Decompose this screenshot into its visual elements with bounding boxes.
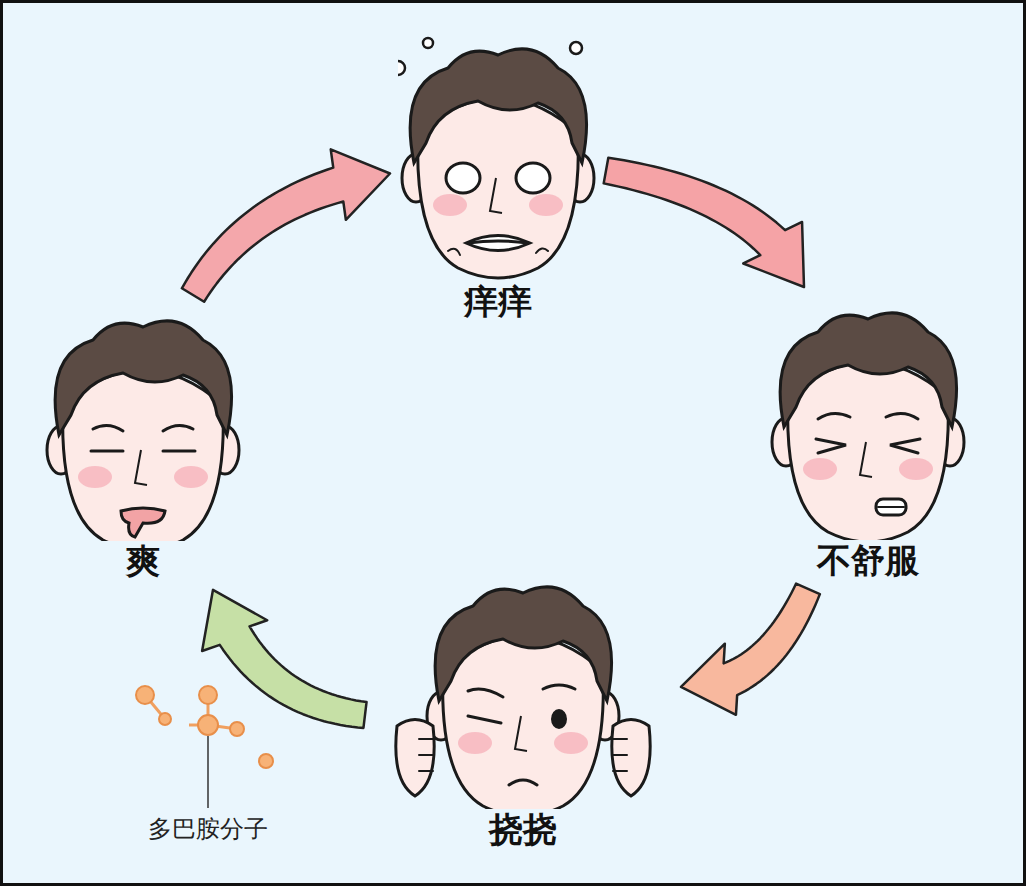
finger-line <box>613 754 627 756</box>
face-illustration <box>43 303 243 541</box>
brow <box>543 685 575 689</box>
head <box>418 98 579 278</box>
bond <box>189 724 198 727</box>
mouth <box>466 236 530 251</box>
cycle-arrow <box>681 584 820 715</box>
nose <box>515 716 527 751</box>
dopamine-molecule <box>136 686 273 768</box>
atom <box>259 754 273 768</box>
brow <box>468 689 503 697</box>
finger-line <box>419 770 433 772</box>
state-label: 痒痒 <box>464 281 532 322</box>
eye <box>468 716 501 723</box>
nose <box>490 178 502 213</box>
blush <box>899 458 933 480</box>
cycle-arrow <box>202 590 366 728</box>
sweat-drop <box>423 38 433 48</box>
cycle-arrow <box>604 158 804 287</box>
tongue-mouth <box>121 508 165 537</box>
finger-line <box>419 738 433 740</box>
hair <box>410 49 586 163</box>
hair <box>780 313 956 427</box>
face-node: 痒痒 <box>398 31 598 322</box>
face-node: 爽 <box>43 303 243 582</box>
hand <box>612 720 650 797</box>
eye <box>91 450 195 453</box>
blush <box>803 458 837 480</box>
atom <box>198 715 218 735</box>
eye <box>446 163 480 193</box>
leader-line <box>207 736 209 808</box>
head <box>443 636 604 809</box>
finger-line <box>419 754 433 756</box>
atom <box>159 713 171 725</box>
mouth <box>509 780 537 785</box>
state-label: 挠挠 <box>489 809 557 850</box>
face-node: 不舒服 <box>768 295 968 581</box>
state-label: 不舒服 <box>817 540 919 581</box>
teeth-line <box>878 506 904 508</box>
blush <box>554 732 588 754</box>
hair <box>435 587 611 701</box>
head <box>788 362 949 540</box>
atom <box>199 686 217 704</box>
eye <box>816 439 846 453</box>
nose <box>135 450 147 485</box>
teeth-line <box>468 241 528 243</box>
eye <box>890 439 920 453</box>
face-illustration <box>373 569 673 809</box>
blush <box>78 466 112 488</box>
sweat-drop <box>398 61 405 75</box>
wrinkle <box>448 248 548 255</box>
atom <box>230 722 244 736</box>
atom <box>136 686 154 704</box>
finger-line <box>613 770 627 772</box>
hair <box>55 321 231 435</box>
blush <box>458 732 492 754</box>
face-node: 挠挠 <box>373 569 673 850</box>
hand <box>396 720 434 797</box>
head <box>63 370 224 541</box>
brow <box>818 413 918 419</box>
molecule-label: 多巴胺分子 <box>148 813 268 845</box>
face-illustration <box>768 295 968 540</box>
blush <box>433 194 467 216</box>
finger-line <box>613 738 627 740</box>
cycle-arrow <box>182 149 390 301</box>
blush <box>529 194 563 216</box>
brow <box>93 425 193 431</box>
nose <box>860 442 872 477</box>
state-label: 爽 <box>126 541 160 582</box>
mouth <box>876 499 906 515</box>
face-illustration <box>398 31 598 281</box>
eye <box>551 709 567 729</box>
blush <box>174 466 208 488</box>
eye <box>516 163 550 193</box>
sweat-drop <box>570 42 582 54</box>
